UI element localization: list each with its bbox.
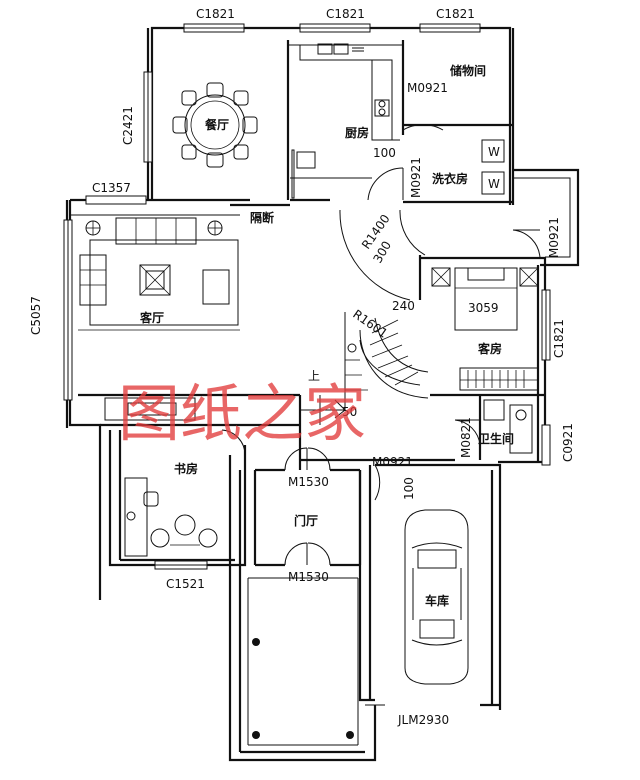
room-label-study: 书房 <box>174 461 198 476</box>
window-marks <box>63 23 551 570</box>
room-label-bathroom: 卫生间 <box>478 431 514 446</box>
staircase <box>300 209 429 425</box>
door-label: M1530 <box>288 475 329 489</box>
door-label: JLM2930 <box>397 713 449 727</box>
dimension-label: 50 <box>342 405 357 419</box>
dimension-label: 3059 <box>468 301 499 315</box>
room-label-guest-room: 客房 <box>477 341 502 356</box>
dimension-label: 240 <box>392 299 415 313</box>
window-labels: C1821 C1821 C1821 C2421 C1357 C5057 C182… <box>29 7 575 591</box>
room-label-laundry: 洗衣房 <box>432 171 468 186</box>
door-labels: M0921 M0921 M0921 M1530 M1530 M0921 M082… <box>288 81 561 727</box>
window-label: C1821 <box>436 7 475 21</box>
window-label: C0921 <box>561 423 575 462</box>
room-label-living: 客厅 <box>139 310 164 325</box>
room-label-dining: 餐厅 <box>205 117 229 132</box>
room-label-foyer: 门厅 <box>294 513 318 528</box>
door-label: M0921 <box>372 455 413 469</box>
kitchen-fixtures <box>296 43 390 169</box>
guest-bed <box>431 267 539 331</box>
watermark: 图纸之家 <box>118 377 366 450</box>
dimension-label: R1601 <box>350 307 390 341</box>
door-label: M0921 <box>547 217 561 258</box>
room-label-garage: 车库 <box>425 593 449 608</box>
dimension-label: 100 <box>402 477 416 500</box>
door-label: M0821 <box>459 417 473 458</box>
window-label: C1821 <box>196 7 235 21</box>
room-label-storage: 储物间 <box>450 63 486 78</box>
dining-table <box>172 82 258 168</box>
laundry-fixtures <box>481 139 505 195</box>
door-swings <box>221 95 541 566</box>
window-label: C5057 <box>29 296 43 335</box>
room-label-partition: 隔断 <box>250 210 274 225</box>
window-label: C1821 <box>326 7 365 21</box>
walls <box>65 26 580 762</box>
door-label: M1530 <box>288 570 329 584</box>
door-label: M0921 <box>409 157 423 198</box>
tv-cabinet <box>104 397 196 421</box>
room-label-kitchen: 厨房 <box>345 125 369 140</box>
washer-label: W <box>488 177 500 191</box>
wardrobe <box>459 367 539 391</box>
dimension-label: 100 <box>373 146 396 160</box>
living-sofa-set <box>78 217 240 331</box>
window-label: C1357 <box>92 181 131 195</box>
window-label: C2421 <box>121 106 135 145</box>
study-furniture <box>124 477 218 557</box>
car-icon <box>404 509 469 685</box>
washer-label: W <box>488 145 500 159</box>
bathroom-fixtures <box>483 399 533 454</box>
door-label: M0921 <box>407 81 448 95</box>
window-label: C1521 <box>166 577 205 591</box>
window-label: C1821 <box>552 319 566 358</box>
stair-up-label: 上 <box>308 369 320 383</box>
room-labels: 餐厅 厨房 储物间 洗衣房 客厅 隔断 客房 卫生间 书房 门厅 车库 <box>139 63 514 608</box>
